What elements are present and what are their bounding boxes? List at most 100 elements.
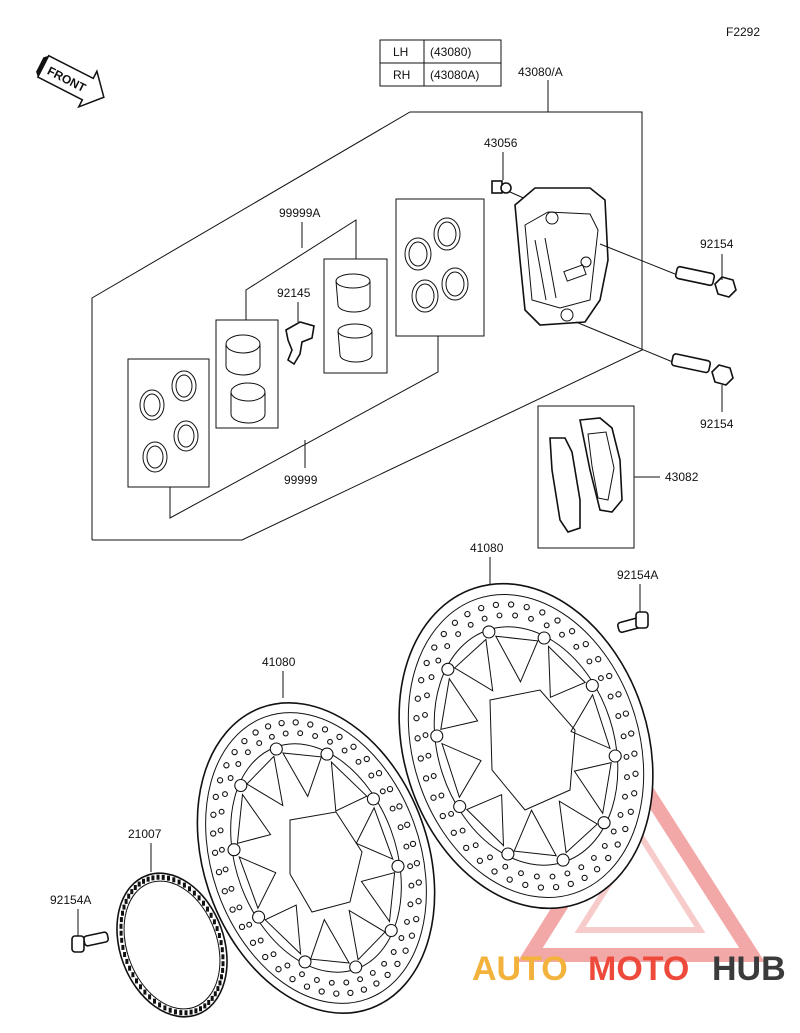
rotor-tooth	[172, 877, 176, 883]
disc-hole	[284, 962, 291, 969]
disc-spoke	[281, 752, 323, 798]
label-92154-upper: 92154	[700, 237, 734, 251]
disc-hole	[424, 692, 430, 699]
rotor-tooth	[212, 919, 216, 925]
disc-spoke	[309, 918, 351, 964]
disc-hole	[398, 935, 405, 941]
seal-kit-bracket: 99999	[169, 336, 439, 519]
rotor-tooth	[210, 995, 214, 1001]
disc-hole	[632, 770, 639, 777]
disc-hole	[463, 844, 470, 852]
disc-hole	[289, 975, 296, 983]
disc-hole	[418, 677, 425, 684]
label-41080-left: 41080	[262, 655, 296, 669]
rotor-tooth	[218, 980, 222, 986]
disc-button	[384, 923, 398, 938]
rotor-tooth	[119, 917, 123, 923]
disc-hole	[567, 880, 574, 888]
disc-hole	[363, 755, 370, 763]
disc-button	[349, 960, 363, 974]
rotor-tooth	[220, 974, 223, 980]
disc-hole	[241, 737, 248, 745]
rotor-tooth	[148, 994, 152, 1000]
seal-kit-box-large	[395, 198, 485, 337]
disc-button	[234, 778, 248, 793]
disc-spoke	[440, 677, 479, 731]
rotor-tooth	[209, 912, 213, 918]
disc-button	[501, 847, 515, 861]
disc-button	[537, 631, 551, 645]
disc-button	[441, 662, 455, 676]
disc-hole	[379, 788, 386, 795]
table-lh-part: (43080)	[430, 45, 471, 59]
disc-hole	[438, 792, 445, 799]
disc-hole	[455, 631, 462, 638]
disc-hole	[389, 805, 396, 812]
rotor-tooth	[133, 885, 137, 890]
disc-hole	[407, 901, 414, 908]
disc-hole	[435, 657, 442, 664]
disc-hole	[414, 735, 421, 742]
disc-hole	[396, 803, 403, 810]
disc-hole	[249, 939, 257, 946]
disc-hole	[299, 971, 305, 978]
watermark-part3: HUB	[712, 950, 786, 988]
label-99999: 99999	[284, 473, 318, 487]
disc-hole	[620, 733, 627, 740]
disc-hole	[303, 983, 311, 990]
rotor-tooth	[158, 1002, 162, 1008]
rotor-tooth	[119, 923, 123, 929]
disc-hole	[487, 854, 493, 861]
disc-spoke	[465, 793, 505, 847]
watermark-text: AUTO MOTO HUB	[472, 950, 786, 988]
rotor-tooth	[128, 965, 132, 971]
rotor-tooth	[217, 933, 221, 938]
rotor-tooth	[121, 910, 124, 916]
disc-hole	[268, 733, 275, 740]
disc-hole	[539, 609, 546, 616]
seal-kit-a-bracket: 99999A	[245, 206, 357, 320]
rotor-tooth	[156, 874, 160, 880]
rotor-tooth	[131, 972, 135, 978]
disc-hole	[492, 601, 500, 609]
pad-spring: 92145	[277, 286, 315, 366]
disc-hole	[622, 793, 628, 800]
disc-hole	[231, 748, 238, 756]
caliper-bolt-upper: 92154	[599, 237, 737, 298]
disc-hole	[444, 643, 451, 650]
disc-hole	[422, 775, 430, 782]
disc-hole	[403, 843, 410, 850]
disc-hole	[235, 761, 242, 767]
watermark-part1: AUTO	[472, 950, 568, 988]
disc-hole	[262, 953, 269, 961]
disc-hole	[605, 854, 612, 862]
disc-hole	[368, 772, 375, 779]
disc-button	[482, 625, 496, 639]
disc-hole	[593, 866, 601, 873]
disc-hole	[223, 762, 230, 769]
rotor-tooth	[206, 906, 209, 912]
disc-hole	[236, 904, 243, 911]
disc-hole	[573, 643, 580, 650]
disc-hole	[218, 846, 225, 853]
disc-hole	[217, 827, 224, 834]
rotor-tooth	[122, 904, 126, 910]
label-43056: 43056	[484, 136, 518, 150]
disc-button	[320, 747, 334, 761]
disc-hole	[417, 755, 424, 762]
disc-hole	[384, 971, 391, 979]
disc-hole	[617, 811, 624, 818]
disc-hole	[431, 644, 438, 651]
abs-sensor-rotor: 21007	[116, 827, 228, 1018]
disc-hole	[244, 749, 251, 756]
disc-hole	[559, 631, 565, 638]
disc-button	[366, 792, 380, 806]
label-21007: 21007	[128, 827, 162, 841]
disc-hole	[481, 615, 488, 622]
disc-button	[298, 955, 312, 969]
disc-hole	[627, 808, 634, 815]
rotor-tooth	[142, 878, 145, 884]
label-43082: 43082	[665, 470, 699, 484]
disc-hole	[518, 870, 524, 877]
disc-hole	[327, 738, 333, 745]
